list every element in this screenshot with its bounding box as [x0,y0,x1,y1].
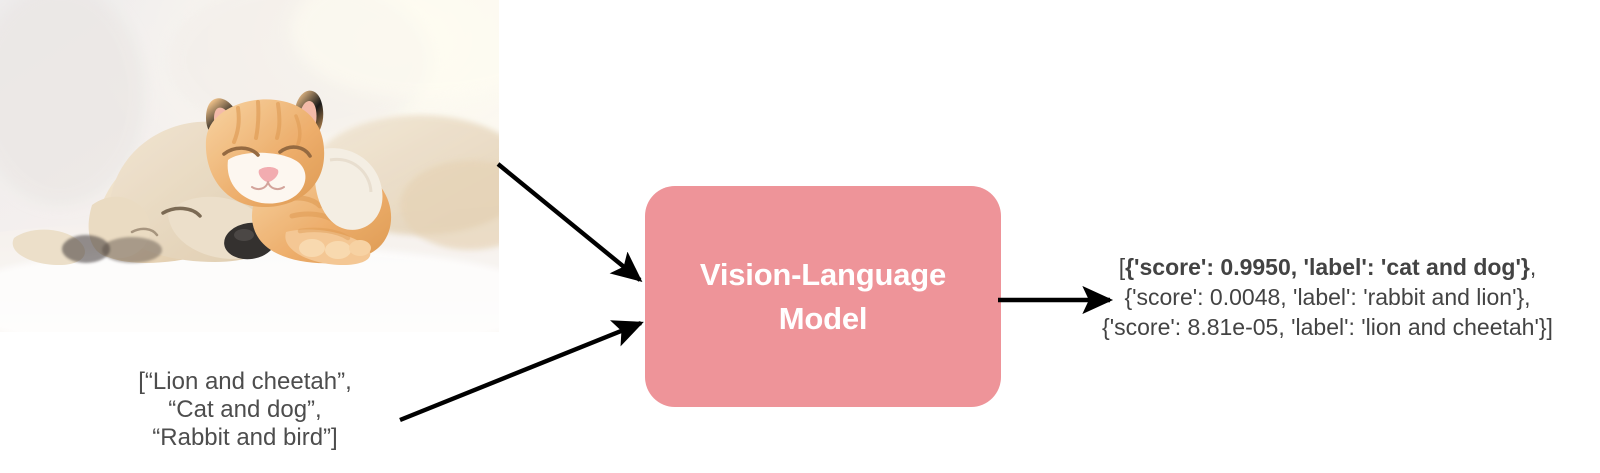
prompt-line-1: [“Lion and cheetah”, [138,368,352,395]
prompt-line-3: “Rabbit and bird”] [152,424,338,451]
prompt-line-2: “Cat and dog”, [168,396,322,423]
output-line-1-suffix: , [1529,254,1537,280]
model-output: [{'score': 0.9950, 'label': 'cat and dog… [1055,252,1600,342]
output-line-1: [{'score': 0.9950, 'label': 'cat and dog… [1055,252,1600,282]
model-label-line-2: Model [778,300,868,336]
model-label-line-1: Vision-Language [699,256,947,292]
photo-icon [0,0,499,332]
output-line-1-prefix: [ [1118,254,1126,280]
input-image [0,0,499,332]
arrow-image-to-model [496,162,643,282]
output-line-2: {'score': 0.0048, 'label': 'rabbit and l… [1124,284,1531,310]
prompt-label-list: [“Lion and cheetah”, “Cat and dog”, “Rab… [95,368,395,452]
vision-language-model-box: Vision-Language Model [645,186,1001,407]
model-box-label: Vision-Language Model [700,253,946,341]
arrow-prompt-to-model [399,320,644,423]
output-line-1-bold: {'score': 0.9950, 'label': 'cat and dog'… [1125,254,1530,280]
output-line-3: {'score': 8.81e-05, 'label': 'lion and c… [1102,314,1553,340]
